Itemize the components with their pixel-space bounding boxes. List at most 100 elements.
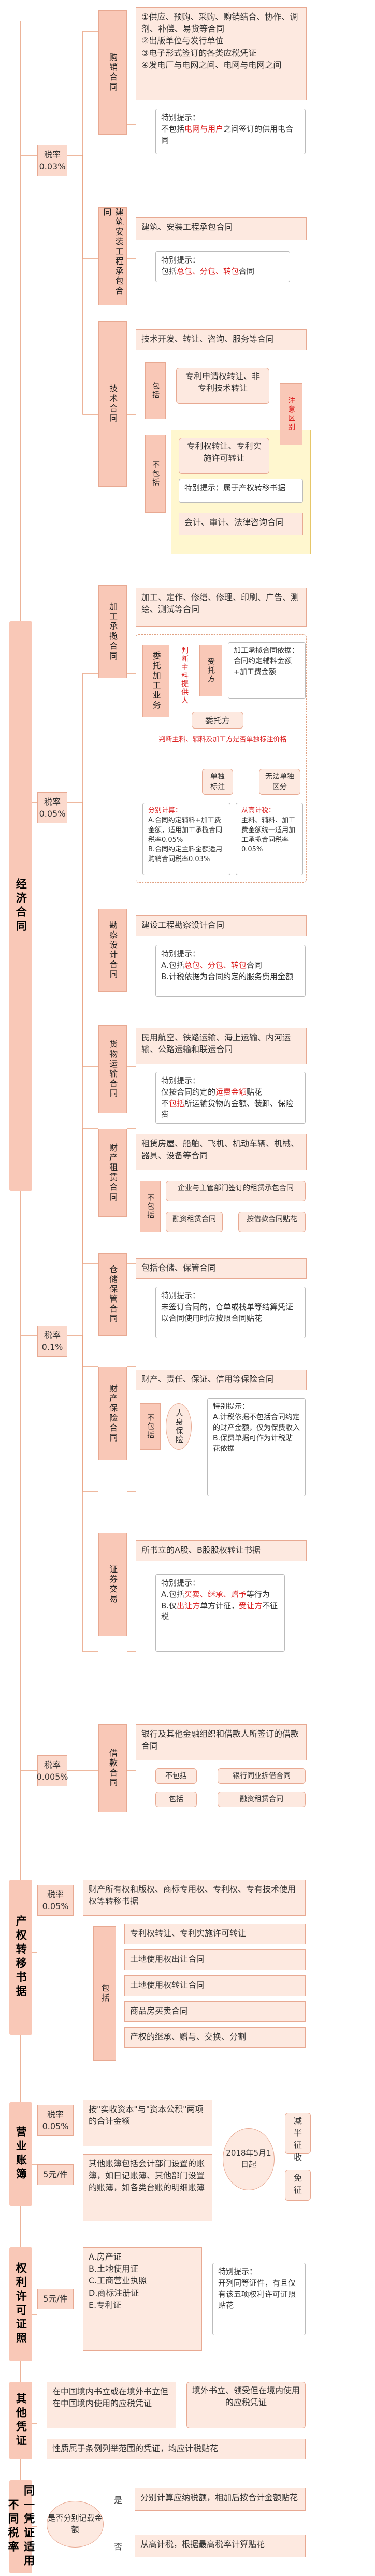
c5-note-title: 特别提示： [161, 949, 200, 958]
cat-property-insurance: 财产保险合同 [98, 1367, 127, 1460]
c7-exclude: 不包括 [140, 1181, 161, 1232]
c4-trustee-desc: 加工承揽合同依据：合同约定辅料金额+加工费金额 [228, 642, 306, 699]
s5-item2: 性质属于条例列举范围的凭证，均应计税贴花 [47, 2439, 306, 2459]
s5-arrow1: 境外书立、领受但在境内使用的应税凭证 [186, 2382, 306, 2428]
c1-item-3: ③电子形式签订的各类应税凭证 [141, 48, 257, 58]
c10-note-b-red2: 受让方 [239, 1600, 263, 1610]
c4-item: 加工、定作、修缮、修理、印刷、广告、测绘、测试等合同 [136, 588, 307, 627]
c7-item: 租赁房屋、船舶、飞机、机动车辆、机械、器具、设备等合同 [136, 1134, 307, 1170]
s5-item1: 在中国境内书立或在境外书立但在中国境内使用的应税凭证 [47, 2382, 176, 2428]
cat-property-lease: 财产租赁合同 [98, 1129, 127, 1217]
cat-warehousing: 仓储保管合同 [98, 1253, 127, 1336]
c1-items: ①供应、预购、采购、购销结合、协作、调剂、补偿、易货等合同 ②出版单位与发行单位… [136, 7, 307, 100]
c9-life-insurance: 人身保险 [166, 1403, 192, 1450]
s2-l3: 土地使用权转让合同 [124, 1975, 306, 1996]
c10-note-a-post: 等行为 [246, 1589, 270, 1599]
c1-note-post: 之间签订的供用电合同 [161, 124, 294, 145]
s4-item-4: D.商标注册证 [89, 2288, 139, 2298]
s3-b: 其他账簿包括会计部门设置的账簿，如日记账簿、其他部门设置的账簿，如各类台账的明细… [83, 2154, 212, 2221]
s6-question: 是否分别记载金额 [47, 2501, 104, 2548]
s2-rate: 税率 0.05% [37, 1885, 74, 1916]
rate-0.03: 税率 0.03% [37, 145, 67, 176]
s2-l1: 专利权转让、专利实施许可转让 [124, 1924, 306, 1944]
cat-loan: 借款合同 [98, 1724, 127, 1812]
c6-note-1-red: 运费金额 [215, 1087, 247, 1097]
c10-note-title: 特别提示： [161, 1578, 200, 1588]
c3-exclude-2: 特别提示：属于产权转移书据 [179, 479, 303, 503]
c5-note-a-pre: A.包括 [161, 960, 184, 970]
root-property-transfer: 产权转移书据 [9, 1880, 32, 2035]
c1-note-body: 不包括电网与用户之间签订的供用电合同 [161, 124, 300, 147]
c9-note-b: B.保费单据可作为计税贴花依据 [213, 1434, 293, 1453]
s4-note-title: 特别提示： [218, 2267, 257, 2276]
c4-separate-b: B.合同约定主料金额适用购销合同税率0.03% [148, 846, 223, 864]
s4-item-2: B.土地使用证 [89, 2264, 139, 2274]
c10-note-b-red: 出让方 [177, 1600, 200, 1610]
c4-separate-title: 分别计算： [148, 807, 182, 814]
c4-split-no: 无法单独区分 [259, 769, 300, 795]
c11-include-1: 融资租赁合同 [218, 1792, 306, 1807]
c11-include: 包括 [155, 1792, 197, 1807]
s6-no-answer: 从高计税，根据最高税率计算贴花 [135, 2535, 306, 2557]
c10-note-b: B.仅出让方单方计征，受让方不征税 [161, 1600, 279, 1623]
s3-free: 免征 [285, 2170, 311, 2201]
s4-item-5: E.专利证 [89, 2300, 122, 2310]
c9-note-a: A.计税依据不包括合同约定的财产金额，仅为保费收入 [213, 1413, 300, 1432]
c4-group [136, 634, 307, 883]
rate-0.05: 税率 0.05% [37, 792, 67, 823]
c11-exclude: 不包括 [155, 1768, 197, 1784]
s4-item-1: A.房产证 [89, 2252, 122, 2262]
c5-note-b: B.计税依据为合同约定的服务费用金额 [161, 971, 294, 981]
c4-trustee: 受托方 [199, 645, 222, 696]
c8-item: 包括仓储、保管合同 [136, 1258, 307, 1279]
c8-note-title: 特别提示： [161, 1291, 200, 1300]
cat-securities: 证券交易 [98, 1533, 127, 1636]
c4-separate-a: A.合同约定辅料+加工费金额，适用加工承揽合同税率0.05% [148, 816, 223, 844]
c8-note-body: 未签订合同的，仓单或栈单等结算凭证以合同使用时应按照合同贴花 [161, 1302, 294, 1323]
c7-to-loan: 按借款合同贴花 [238, 1212, 306, 1232]
s6-yes-answer: 分别计算应纳税额，相加后按合计金额贴花 [135, 2488, 306, 2511]
root-business-books: 营业账簿 [9, 2102, 32, 2206]
c3-distinguish: 注意区别 [280, 383, 302, 445]
c9-note-title: 特别提示： [213, 1403, 249, 1411]
c5-note-a-red: 总包、分包、转包 [184, 960, 247, 970]
c10-note-a: A.包括买卖、继承、赠予等行为 [161, 1589, 279, 1600]
cat-freight: 货物运输合同 [98, 1025, 127, 1113]
c4-highest: 从高计税： 主料、辅料、加工费金额统一适用加工承揽合同税率0.05% [236, 803, 303, 875]
c4-entrusted-processing: 委托加工业务 [142, 645, 169, 717]
c6-note-1-post: 贴花 [247, 1087, 263, 1097]
c4-split-yes: 单独标注 [202, 769, 233, 795]
c4-separate: 分别计算： A.合同约定辅料+加工费金额，适用加工承揽合同税率0.05% B.合… [142, 803, 230, 875]
c4-principal: 委托方 [192, 712, 243, 729]
cat-construction: 建筑安装工程承包合同 [98, 207, 127, 305]
s3-rate-b: 5元/件 [37, 2164, 74, 2185]
c4-question: 判断主料提供人 [180, 647, 189, 705]
c6-note: 特别提示： 仅按合同约定的运费金额贴花 不包括所运输货物的金额、装卸、保险费 [155, 1072, 306, 1124]
c2-note-post: 合同 [239, 266, 255, 276]
c6-note-1: 仅按合同约定的运费金额贴花 [161, 1087, 300, 1098]
c9-exclude: 不包括 [140, 1403, 161, 1450]
s3-a: 按"实收资本"与"资本公积"两项的合计金额 [83, 2100, 212, 2146]
s2-item: 财产所有权和版权、商标专用权、专利权、专有技术使用权等转移书据 [83, 1880, 306, 1916]
c7-exclude-2: 融资租赁合同 [166, 1212, 223, 1232]
c10-note-a-pre: A.包括 [161, 1589, 184, 1599]
c5-note-a-post: 合同 [246, 960, 262, 970]
c9-note: 特别提示： A.计税依据不包括合同约定的财产金额，仅为保费收入 B.保费单据可作… [207, 1398, 306, 1496]
c10-note-b-mid: 单方计征， [200, 1600, 239, 1610]
s2-include: 包括 [93, 1926, 116, 2061]
cat-survey-design: 勘察设计合同 [98, 909, 127, 992]
root-economic-contracts: 经济合同 [9, 621, 32, 1191]
s4-note: 特别提示： 开列同等证件，有且仅有该五项权利许可证照贴花 [212, 2263, 306, 2335]
c2-note-pre: 包括 [161, 266, 177, 276]
s2-l2: 土地使用权出让合同 [124, 1949, 306, 1970]
c6-note-2-post: 所运输货物的金额、装卸、保险费 [161, 1098, 294, 1119]
c6-note-1-pre: 仅按合同约定的 [161, 1087, 216, 1097]
c1-item-2: ②出版单位与发行单位 [141, 36, 224, 46]
cat-processing: 加工承揽合同 [98, 585, 127, 678]
c6-note-2: 不包括所运输货物的金额、装卸、保险费 [161, 1098, 300, 1121]
c1-item-1: ①供应、预购、采购、购销结合、协作、调剂、补偿、易货等合同 [141, 12, 298, 34]
c2-note-title: 特别提示： [161, 255, 200, 265]
rate-0.005: 税率 0.005% [37, 1755, 68, 1786]
root-other-vouchers: 其他凭证 [9, 2382, 32, 2459]
